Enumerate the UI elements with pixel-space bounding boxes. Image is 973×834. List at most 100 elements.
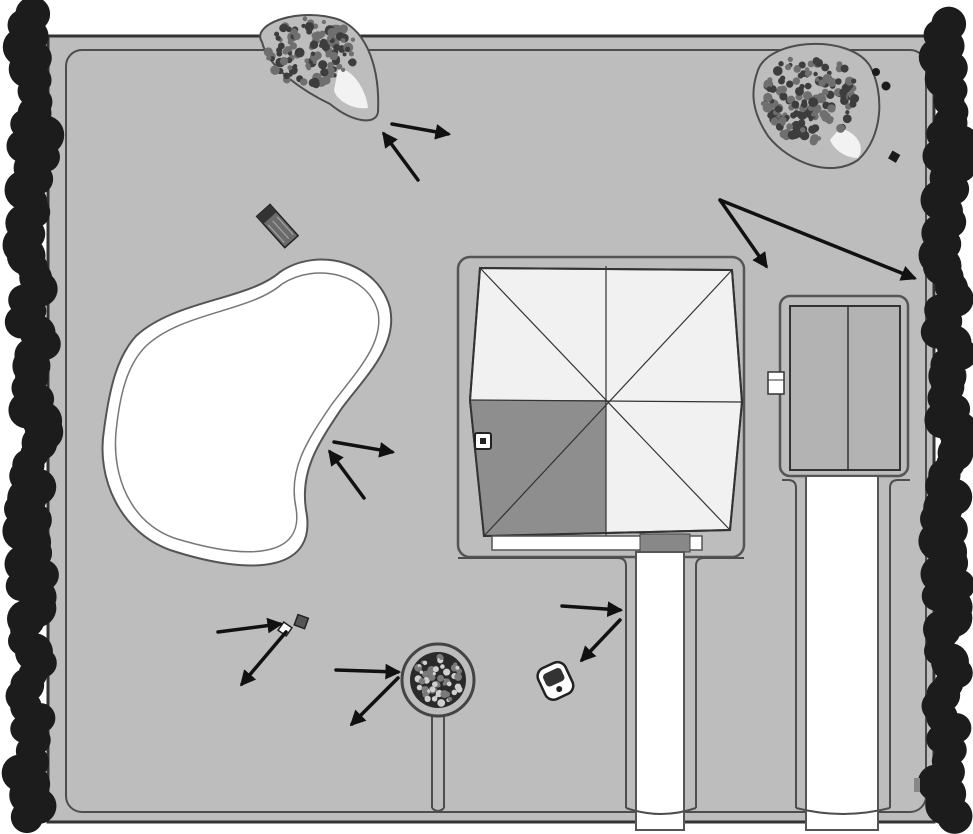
- lounger-slats: [276, 216, 294, 236]
- pool-water: [114, 272, 380, 553]
- roof-section-dark: [470, 400, 606, 536]
- foliage-blob: [437, 674, 444, 682]
- foliage-blob: [779, 92, 788, 101]
- foliage-blob: [292, 63, 298, 69]
- entrance-step: [639, 533, 691, 553]
- foliage-blob: [309, 40, 319, 49]
- foliage-blob: [786, 123, 793, 130]
- foliage-blob: [320, 68, 329, 77]
- lounger-slats: [267, 224, 285, 244]
- arrow-icon: [390, 122, 452, 140]
- foliage-blob: [424, 695, 431, 703]
- foliage-blob: [287, 65, 293, 71]
- foliage-blob: [432, 671, 436, 676]
- foliage-blob: [439, 655, 444, 660]
- foliage-blob: [310, 51, 316, 57]
- hedge-left: [1, 0, 65, 834]
- foliage-blob: [304, 58, 310, 64]
- foliage-blob: [321, 19, 327, 25]
- foliage-blob: [294, 47, 305, 58]
- footpath: [635, 551, 685, 831]
- foliage-blob: [293, 32, 301, 40]
- foliage-blob: [341, 67, 346, 73]
- foliage-blob: [827, 104, 836, 113]
- wire-loop-tree: [431, 716, 445, 808]
- shrub-icon: [263, 16, 357, 89]
- wire-loop-footpath: [458, 557, 744, 808]
- station-base: [293, 613, 310, 630]
- foliage-blob: [440, 664, 445, 669]
- foliage-blob: [279, 24, 288, 33]
- foliage-blob: [336, 63, 343, 70]
- foliage-blob: [274, 31, 280, 37]
- stone-marker: [872, 68, 880, 76]
- arrow-icon: [718, 198, 917, 281]
- foliage-blob: [813, 71, 818, 77]
- foliage-blob: [804, 67, 810, 72]
- roof-outline-border: [468, 266, 744, 538]
- arrows: [216, 122, 917, 727]
- foliage-blob: [454, 673, 462, 681]
- foliage-blob: [416, 684, 423, 691]
- wire-loop-bottom: [431, 807, 891, 815]
- foliage-blob: [288, 72, 293, 77]
- foliage-blob: [790, 129, 801, 139]
- foliage-blob: [429, 686, 436, 693]
- foliage-blob: [774, 105, 783, 113]
- foliage-blob: [816, 92, 826, 102]
- mower-sensor: [556, 686, 563, 693]
- foliage-blob: [312, 23, 319, 29]
- hedge-icon: [1, 0, 65, 834]
- foliage-blob: [348, 51, 355, 57]
- robot-mower-icon: [536, 660, 575, 701]
- stone-marker: [888, 150, 901, 163]
- foliage-blob: [791, 100, 800, 109]
- foliage-blob: [806, 70, 813, 76]
- mower-top: [543, 668, 565, 687]
- foliage-blob: [282, 48, 289, 55]
- foliage-blob: [792, 77, 801, 85]
- foliage-blob: [808, 125, 817, 134]
- foliage-blob: [800, 101, 808, 108]
- foliage-blob: [808, 117, 813, 122]
- foliage-blob: [329, 51, 338, 61]
- foliage-blob: [839, 88, 848, 97]
- foliage-blob: [455, 665, 460, 670]
- foliage-blob: [428, 673, 436, 681]
- foliage-blob: [327, 27, 338, 38]
- foliage-blob: [454, 683, 462, 691]
- foliage-blob: [770, 117, 779, 126]
- foliage-blob: [344, 46, 351, 52]
- foliage-blob: [276, 50, 283, 57]
- roof-ridge: [483, 269, 733, 537]
- foliage-blob: [437, 699, 446, 707]
- foliage-blob: [435, 694, 439, 698]
- shrub-bed-stone: [334, 69, 368, 109]
- foliage-blob: [266, 55, 272, 61]
- arrow-icon: [382, 131, 420, 182]
- foliage-blob: [333, 43, 340, 51]
- foliage-blob: [299, 78, 308, 86]
- foliage-blob: [778, 61, 784, 67]
- foliage-blob: [432, 681, 438, 688]
- foliage-blob: [443, 668, 451, 676]
- foliage-blob: [804, 82, 812, 90]
- foliage-blob: [786, 80, 794, 88]
- foliage-blob: [275, 35, 281, 41]
- foliage-blob: [316, 32, 324, 40]
- foliage-blob: [313, 51, 322, 60]
- wall-light-center: [480, 438, 486, 444]
- foliage-blob: [306, 65, 312, 71]
- arrow-icon: [560, 601, 624, 617]
- lounger-icon: [255, 203, 300, 249]
- tree-icon: [400, 642, 476, 718]
- foliage-blob: [348, 58, 357, 67]
- shrub-icon: [760, 56, 860, 146]
- foliage-blob: [851, 78, 857, 84]
- foliage-blob: [451, 689, 458, 696]
- foliage-blob: [287, 51, 293, 56]
- foliage-blob: [342, 52, 347, 57]
- foliage-blob: [447, 696, 453, 702]
- lounger-slats: [272, 220, 290, 240]
- foliage-blob: [422, 660, 428, 666]
